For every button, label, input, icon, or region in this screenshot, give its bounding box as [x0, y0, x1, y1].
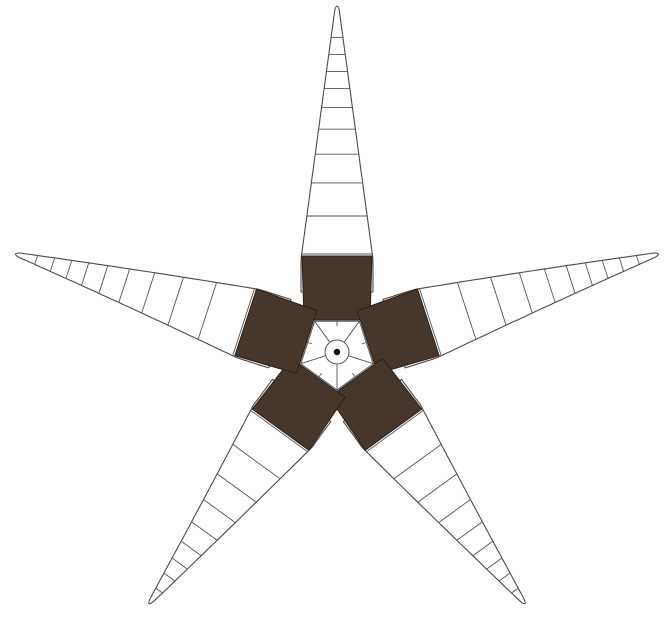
central-dot: [334, 349, 340, 355]
arm-top: [301, 6, 373, 292]
